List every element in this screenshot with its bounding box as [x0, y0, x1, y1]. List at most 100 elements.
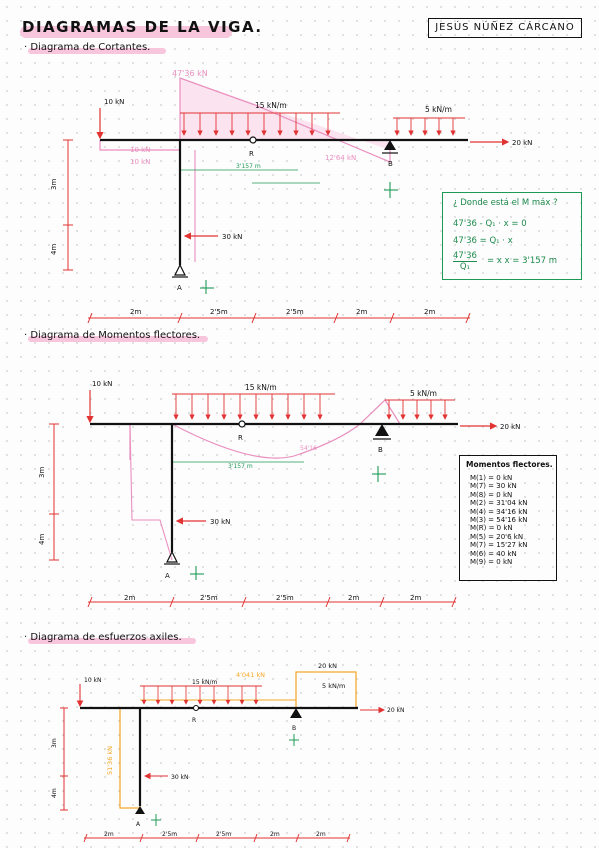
moment-curve [90, 399, 401, 460]
hinge-R-2 [238, 420, 246, 428]
list-item: M(2) = 31'04 kN [470, 499, 528, 508]
moments-box: Momentos flectores. M(1) = 0 kN M(7) = 3… [459, 455, 557, 581]
dist-load-arrows-3 [141, 686, 259, 705]
axial-col-label: 51'36 kN [106, 746, 114, 775]
vdim-lower-1: 4m [50, 244, 58, 255]
node-B-2: B [378, 446, 383, 454]
support-B-2 [375, 424, 389, 436]
node-R-3: R [192, 717, 196, 724]
horiz-load-col-label-2: 30 kN [210, 518, 230, 526]
hdim-ticks-2 [87, 596, 457, 608]
dist-load-right-label-2: 5 kN/m [410, 389, 437, 398]
list-item: M(5) = 20'6 kN [470, 532, 524, 541]
hdim2-span-3: 2m [348, 594, 359, 602]
dist-load-arrows-1 [181, 113, 331, 136]
axial-col-area [119, 707, 141, 809]
dist-load-arrows-2 [173, 394, 323, 420]
point-load-label-1: 10 kN [104, 98, 124, 106]
max-eq3-rest: = x x = 3'157 m [487, 256, 558, 266]
max-eq2: 47'36 = Q₁ · x [453, 236, 513, 246]
moment-dist-label: 3'157 m [228, 463, 253, 470]
page-title-wrap: DIAGRAMAS DE LA VIGA. [20, 18, 263, 38]
hdim2-span-0: 2m [124, 594, 135, 602]
horiz-load-col-label-1: 30 kN [222, 233, 242, 241]
horiz-load-right-label-3: 20 kN [387, 707, 405, 714]
support-A-2 [166, 550, 178, 563]
list-item: M(7) = 15'27 kN [470, 541, 528, 550]
dist-load-label-2: 15 kN/m [245, 383, 277, 392]
hdim-span-4: 2m [424, 308, 435, 316]
horiz-load-right-label-2: 20 kN [500, 423, 520, 431]
vdim-lower-2: 4m [38, 534, 46, 545]
shear-left2-label: 10 kN [130, 158, 150, 166]
list-item: M(7) = 30 kN [470, 482, 517, 491]
dist-load-label-3: 15 kN/m [192, 679, 218, 686]
hdim3-span-4: 2m [316, 831, 326, 838]
max-eq1: 47'36 - Q₁ · x = 0 [453, 219, 527, 229]
list-item: M(6) = 40 kN [470, 549, 517, 558]
node-A-1: A [177, 284, 182, 292]
point-load-label-2: 10 kN [92, 380, 112, 388]
section-highlight [28, 48, 166, 54]
horiz-load-col-label-3: 30 kN [171, 774, 189, 781]
dist-load-label-1: 15 kN/m [255, 101, 287, 110]
max-question: ¿ Donde está el M máx ? [453, 198, 558, 208]
moment-diagram: 54'16 3'157 m R A B 10 kN 15 kN/m 5 kN/m [38, 380, 520, 608]
hdim3-span-3: 2m [270, 831, 280, 838]
hinge-R-1 [249, 136, 257, 144]
author-box: JESÚS NÚÑEZ CÁRCANO [428, 18, 582, 38]
shear-left1-label: 10 kN [130, 146, 150, 154]
section-highlight [28, 336, 208, 342]
moment-peak-label: 54'16 [300, 445, 317, 452]
axial-beam-area [295, 671, 357, 709]
page-title: DIAGRAMAS DE LA VIGA. [22, 18, 263, 36]
vdim-lower-3: 4m [51, 788, 58, 798]
moment-col-line [129, 423, 173, 561]
point-load-label-3: 10 kN [84, 677, 102, 684]
max-moment-box: ¿ Donde está el M máx ? 47'36 - Q₁ · x =… [442, 192, 582, 280]
hdim-span-3: 2m [356, 308, 367, 316]
section-shear: · Diagrama de Cortantes. [24, 42, 166, 54]
max-eq3-frac: 47'36 Q₁ [453, 251, 477, 272]
coord-icon [200, 182, 398, 294]
list-item: M(1) = 0 kN [470, 474, 513, 482]
axial-top-right-label: 20 kN [318, 662, 337, 670]
coord-icon [151, 734, 299, 826]
node-A-3: A [136, 821, 141, 828]
list-item: M(4) = 34'16 kN [470, 507, 528, 516]
section-moment: · Diagrama de Momentos flectores. [24, 330, 208, 342]
node-A-2: A [165, 572, 170, 580]
section-shear-title: · Diagrama de Cortantes. [24, 42, 151, 53]
shear-diagram: 47'36 kN 12'64 kN 10 kN 10 kN 3'157 m R … [50, 69, 532, 324]
hdim-ticks-3 [83, 833, 351, 843]
list-item: M(9) = 0 kN [470, 557, 513, 566]
support-B-3 [290, 708, 302, 718]
dist-load-right-label-1: 5 kN/m [425, 105, 452, 114]
coord-icon [190, 466, 386, 580]
dist-load-right-arrows-2 [386, 400, 448, 420]
list-item: M(3) = 54'16 kN [470, 515, 528, 524]
hdim-ticks-1 [87, 312, 471, 324]
hinge-R-3 [192, 704, 200, 712]
title-highlight [20, 26, 232, 38]
support-A-1 [174, 263, 186, 276]
list-item: M(R) = 0 kN [470, 524, 513, 533]
vdim-upper-1: 3m [50, 179, 58, 190]
node-R-2: R [238, 434, 243, 442]
shear-dist-label: 3'157 m [236, 163, 261, 170]
max-eq3-num: 47'36 [453, 251, 477, 262]
hdim2-span-1: 2'5m [200, 594, 218, 602]
hdim2-span-4: 2m [410, 594, 421, 602]
section-moment-title: · Diagrama de Momentos flectores. [24, 330, 201, 341]
hdim3-span-0: 2m [104, 831, 114, 838]
node-B-3: B [292, 725, 296, 732]
vdim-upper-2: 3m [38, 467, 46, 478]
support-B-1 [384, 140, 396, 150]
section-axial: · Diagrama de esfuerzos axiles. [24, 632, 196, 644]
list-item: M(8) = 0 kN [470, 490, 513, 499]
dist-load-right-arrows-1 [394, 118, 456, 136]
hdim-span-0: 2m [130, 308, 141, 316]
axial-diagram: 51'36 kN 4'041 kN 20 kN R A B 10 kN 15 k… [51, 662, 405, 843]
node-B-1: B [388, 160, 393, 168]
